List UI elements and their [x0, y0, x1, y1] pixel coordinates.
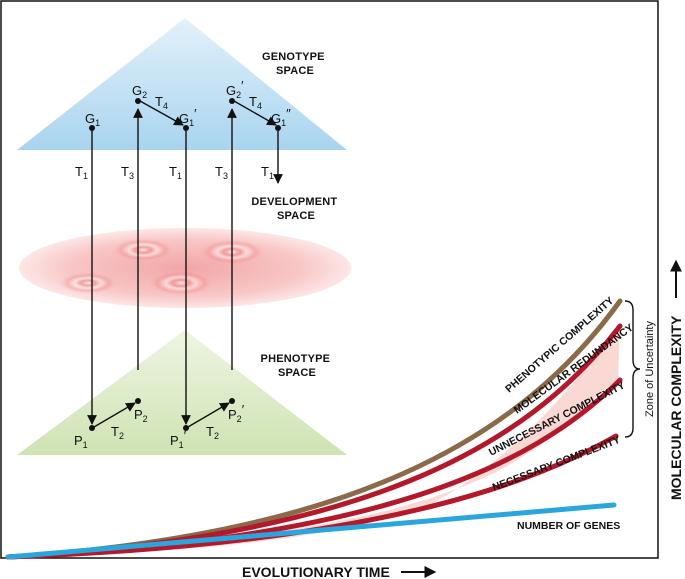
- genotype-space-triangle: [17, 18, 347, 150]
- zone-of-uncertainty-label: Zone of Uncertainty: [644, 321, 656, 417]
- node-label-p2-prime: P2′: [228, 402, 245, 424]
- genotype-space-label: GENOTYPE SPACE: [262, 51, 328, 77]
- transition-g2prime-to-g1doubleprime: [233, 100, 277, 126]
- node-label-g1-prime: G1′: [179, 106, 197, 128]
- node-dot: [183, 125, 189, 131]
- node-label-p2: P2: [134, 407, 148, 424]
- node-label-p1: P1: [74, 433, 88, 450]
- y-axis-label: MOLECULAR COMPLEXITY: [668, 315, 684, 500]
- node-label-g2: G2: [132, 83, 147, 100]
- number-of-genes-line: [5, 502, 617, 560]
- transition-label-t3: T3: [215, 164, 228, 181]
- node-dot: [229, 98, 235, 104]
- transition-label-t2: T2: [206, 424, 219, 441]
- transition-label-t4: T4: [249, 94, 262, 111]
- x-axis-label: EVOLUTIONARY TIME: [242, 564, 390, 579]
- node-dot: [89, 425, 95, 431]
- ripple: [58, 272, 118, 294]
- phenotype-space-triangle: [17, 330, 347, 455]
- phenotype-space-label: PHENOTYPE SPACE: [261, 353, 334, 379]
- node-label-g1: G1: [85, 111, 100, 128]
- number-of-genes-label: NUMBER OF GENES: [517, 520, 620, 532]
- transition-label-t4: T4: [155, 94, 168, 111]
- transition-g2-to-g1prime: [139, 100, 184, 126]
- transition-label-t1: T1: [75, 164, 88, 181]
- node-dot: [229, 398, 235, 404]
- ripple: [147, 270, 215, 296]
- ripple: [111, 238, 175, 262]
- necessary-complexity-curve: [5, 433, 619, 560]
- node-dot: [135, 398, 141, 404]
- transition-p1-to-p2: [93, 402, 136, 428]
- transition-label-t3: T3: [121, 164, 134, 181]
- transition-label-t1: T1: [169, 164, 182, 181]
- development-space-ellipse: [19, 228, 351, 308]
- transition-p1prime-to-p2prime: [187, 402, 230, 428]
- transition-label-t2: T2: [111, 424, 124, 441]
- figure-frame: [0, 0, 659, 559]
- node-label-p1-prime: P1′: [170, 428, 187, 450]
- node-label-g1-double-prime: G1″: [271, 106, 291, 128]
- node-dot: [275, 125, 281, 131]
- zone-bracket: [624, 300, 641, 438]
- node-dot: [183, 425, 189, 431]
- node-dot: [89, 125, 95, 131]
- node-dots: [89, 98, 281, 431]
- transition-label-t1: T1: [261, 164, 274, 181]
- node-label-g2-prime: G2′: [226, 78, 244, 100]
- development-space-label: DEVELOPMENT SPACE: [251, 196, 340, 222]
- node-dot: [135, 98, 141, 104]
